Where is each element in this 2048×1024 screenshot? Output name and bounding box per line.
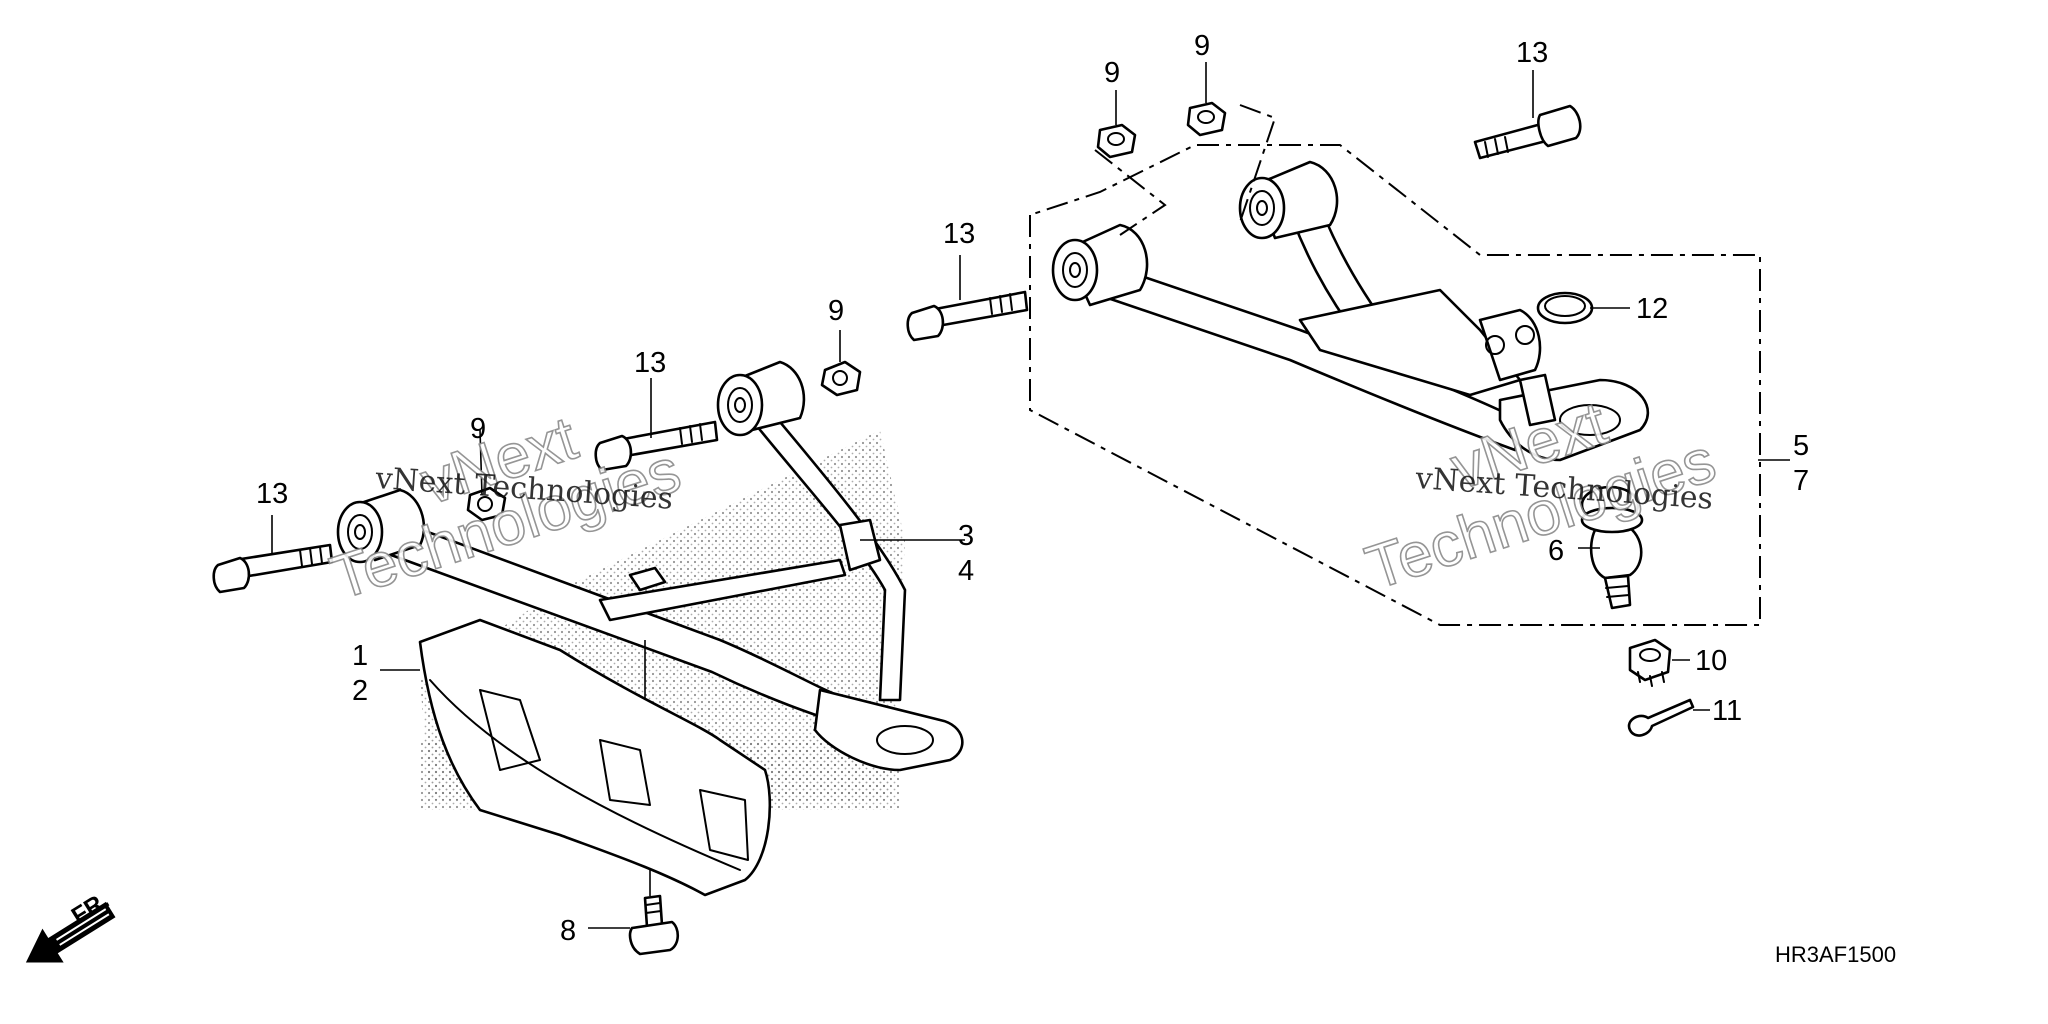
callout-4: 4 bbox=[958, 555, 974, 587]
bolt-13-lower-rear bbox=[594, 420, 719, 472]
callout-3: 3 bbox=[958, 520, 974, 552]
nut-9-upper-front bbox=[1096, 123, 1137, 159]
callout-9-upper-rear: 9 bbox=[1194, 30, 1210, 62]
callout-13-lower-front: 13 bbox=[256, 478, 288, 510]
lower-arm-bracket bbox=[838, 518, 882, 572]
callout-13-upper-rear: 13 bbox=[1516, 37, 1548, 69]
callout-10: 10 bbox=[1695, 645, 1727, 677]
callout-6: 6 bbox=[1548, 535, 1564, 567]
callout-1: 1 bbox=[352, 640, 368, 672]
lower-arm-assembly bbox=[336, 360, 964, 772]
castle-nut-10 bbox=[1628, 638, 1672, 687]
callout-7: 7 bbox=[1793, 465, 1809, 497]
circlip-12 bbox=[1536, 291, 1594, 325]
bushing-nut-guide-right bbox=[1239, 104, 1277, 223]
nut-9-upper-rear bbox=[1186, 101, 1227, 137]
callout-2: 2 bbox=[352, 675, 368, 707]
cotter-pin-11 bbox=[1627, 698, 1695, 737]
upper-arm-bracket bbox=[1478, 308, 1542, 382]
upper-arm-assembly bbox=[1051, 160, 1650, 462]
callout-9-upper-front: 9 bbox=[1104, 57, 1120, 89]
skid-guard bbox=[418, 618, 772, 897]
nut-9-lower-rear bbox=[820, 360, 862, 397]
callout-12: 12 bbox=[1636, 293, 1668, 325]
upper-arm-rear-bushing bbox=[1238, 160, 1339, 240]
diagram-code: HR3AF1500 bbox=[1775, 942, 1896, 967]
callout-9-lower-front: 9 bbox=[470, 413, 486, 445]
callout-labels: 1 2 3 4 5 6 7 8 9 9 9 9 10 11 12 13 13 1… bbox=[256, 30, 1809, 947]
leader-lines bbox=[271, 62, 1790, 929]
lower-arm-mount-nut bbox=[628, 566, 667, 592]
front-direction-indicator bbox=[25, 901, 116, 963]
lower-arm-cross-brace bbox=[598, 558, 847, 622]
lower-arm-rear-bushing bbox=[716, 360, 806, 437]
bolt-8 bbox=[628, 894, 680, 956]
callout-11: 11 bbox=[1712, 695, 1742, 727]
callout-5: 5 bbox=[1793, 430, 1809, 462]
nut-9-lower-front bbox=[466, 486, 507, 522]
bolt-13-upper-rear bbox=[1473, 104, 1582, 160]
callout-13-lower-rear: 13 bbox=[634, 347, 666, 379]
upper-arm-front-bushing bbox=[1051, 223, 1149, 307]
callout-13-upper-front: 13 bbox=[943, 218, 975, 250]
bushing-nut-guide-left bbox=[1094, 149, 1167, 236]
bolt-13-lower-front bbox=[212, 543, 334, 594]
upper-arm-assembly-outline bbox=[1029, 144, 1761, 626]
bolt-13-upper-front bbox=[906, 290, 1029, 342]
callout-9-lower-rear: 9 bbox=[828, 295, 844, 327]
callout-8: 8 bbox=[560, 915, 576, 947]
lower-arm-front-bushing bbox=[336, 488, 426, 564]
